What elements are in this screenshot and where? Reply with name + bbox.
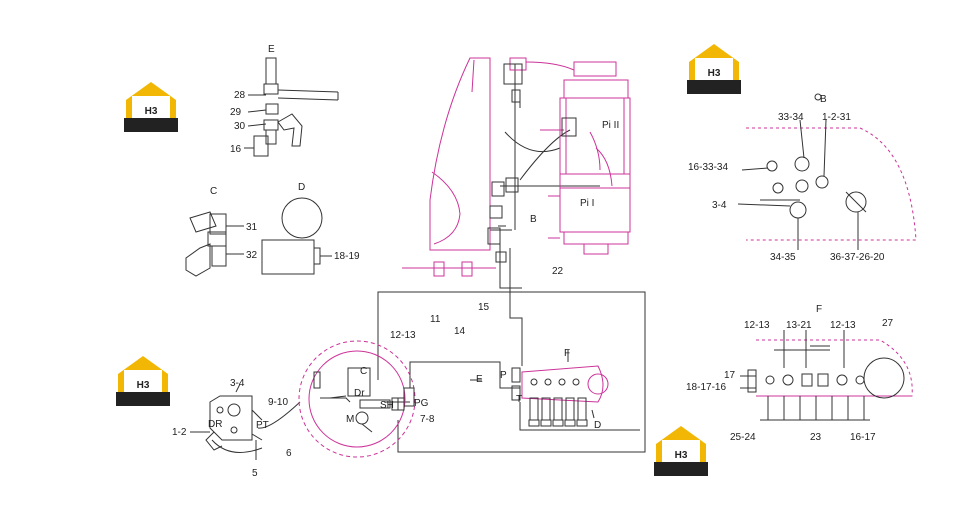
logo-bottom-right: H3 CHAGO bbox=[652, 422, 710, 478]
label-5: 5 bbox=[252, 468, 258, 479]
view-c bbox=[185, 211, 244, 277]
label-b16-33-34: 16-33-34 bbox=[688, 162, 728, 173]
logo-word: CHAGO bbox=[124, 395, 161, 406]
view-d-title: D bbox=[298, 182, 305, 193]
logo-top-left: H3 CHAGO bbox=[122, 78, 180, 134]
valve-manifold bbox=[470, 350, 609, 427]
logo-mark: H3 bbox=[675, 450, 688, 461]
label-sh: SH bbox=[380, 400, 394, 411]
label-e28: 28 bbox=[234, 90, 246, 101]
label-d-mark: D bbox=[594, 420, 601, 431]
label-b1-2-31: 1-2-31 bbox=[822, 112, 851, 123]
label-pi1: Pi I bbox=[580, 198, 594, 209]
label-view-b: B bbox=[820, 94, 827, 105]
label-m: M bbox=[346, 414, 354, 425]
label-f18-17-16: 18-17-16 bbox=[686, 382, 726, 393]
logo-word-bg bbox=[687, 80, 741, 94]
logo-mark-bg bbox=[662, 440, 700, 462]
label-p: P bbox=[500, 370, 507, 381]
logo-mid-left: H3 CHAGO bbox=[114, 352, 172, 408]
label-f12-13b: 12-13 bbox=[830, 320, 856, 331]
label-1-2: 1-2 bbox=[172, 427, 187, 438]
label-pump-dr: DR bbox=[208, 419, 222, 430]
label-15: 15 bbox=[478, 302, 490, 313]
logo-mark: H3 bbox=[145, 106, 158, 117]
label-f12-13a: 12-13 bbox=[744, 320, 770, 331]
label-c32: 32 bbox=[246, 250, 258, 261]
logo-word-bg bbox=[116, 392, 170, 406]
logo-word-bg bbox=[654, 462, 708, 476]
view-d bbox=[261, 197, 332, 275]
view-e bbox=[244, 57, 339, 157]
label-e16: 16 bbox=[230, 144, 242, 155]
label-b36: 36-37-26-20 bbox=[830, 252, 885, 263]
logo-mark-bg bbox=[695, 58, 733, 80]
logo-word: CHAGO bbox=[132, 121, 169, 132]
label-c31: 31 bbox=[246, 222, 258, 233]
view-b bbox=[737, 93, 917, 250]
cylinder-fittings bbox=[487, 63, 577, 263]
label-e29: 29 bbox=[230, 107, 242, 118]
label-pump-pt: PT bbox=[256, 420, 269, 431]
label-e-mark: E bbox=[476, 374, 483, 385]
label-e30: 30 bbox=[234, 121, 246, 132]
logo-mark-bg bbox=[132, 96, 170, 118]
label-12-13: 12-13 bbox=[390, 330, 416, 341]
label-t: T bbox=[516, 394, 522, 405]
label-22: 22 bbox=[552, 266, 564, 277]
label-9-10: 9-10 bbox=[268, 397, 288, 408]
label-3-4: 3-4 bbox=[230, 378, 245, 389]
label-11: 11 bbox=[430, 314, 441, 325]
label-c-mark: C bbox=[360, 366, 367, 377]
logo-word: CHAGO bbox=[662, 465, 699, 476]
label-f25-24: 25-24 bbox=[730, 432, 756, 443]
label-f23: 23 bbox=[810, 432, 822, 443]
view-f bbox=[740, 330, 913, 421]
logo-mark: H3 bbox=[137, 380, 150, 391]
view-c-title: C bbox=[210, 186, 217, 197]
label-6: 6 bbox=[286, 448, 292, 459]
label-7-8: 7-8 bbox=[420, 414, 435, 425]
label-b-mark: B bbox=[530, 214, 537, 225]
logo-word-bg bbox=[124, 118, 178, 132]
label-f-mark: F bbox=[564, 348, 570, 359]
label-b3-4: 3-4 bbox=[712, 200, 727, 211]
label-pi2: Pi II bbox=[602, 120, 619, 131]
logo-word: CHAGO bbox=[695, 83, 732, 94]
logo-top-right: H3 CHAGO bbox=[685, 40, 743, 96]
logo-mark: H3 bbox=[708, 68, 721, 79]
tank-circle bbox=[298, 340, 416, 458]
cylinder-assembly bbox=[402, 57, 631, 277]
label-view-f: F bbox=[816, 304, 822, 315]
label-f13-21: 13-21 bbox=[786, 320, 812, 331]
pump bbox=[190, 383, 301, 460]
view-e-title: E bbox=[268, 44, 275, 55]
label-14: 14 bbox=[454, 326, 466, 337]
labels: E 28 29 30 16 C D 31 32 18-19 Pi II Pi I… bbox=[172, 44, 894, 479]
label-b34-35: 34-35 bbox=[770, 252, 796, 263]
label-b33-34: 33-34 bbox=[778, 112, 804, 123]
label-f17: 17 bbox=[724, 370, 736, 381]
label-f27: 27 bbox=[882, 318, 894, 329]
label-pg: PG bbox=[414, 398, 429, 409]
label-f16-17: 16-17 bbox=[850, 432, 876, 443]
label-d1819: 18-19 bbox=[334, 251, 360, 262]
logo-mark-bg bbox=[124, 370, 162, 392]
label-dr: Dr bbox=[354, 388, 365, 399]
